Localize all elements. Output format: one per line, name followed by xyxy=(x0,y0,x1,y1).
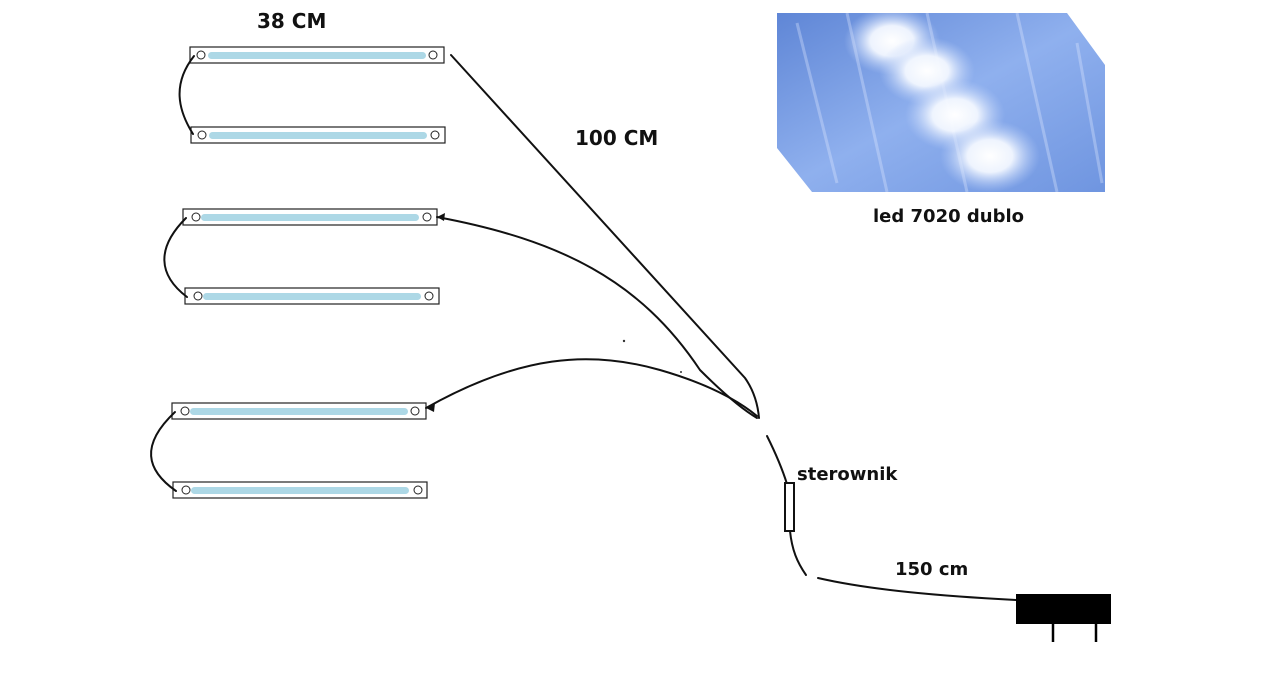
product-label: led 7020 dublo xyxy=(873,206,1025,227)
led-strip xyxy=(189,46,445,64)
feed-wire-top xyxy=(450,54,760,419)
strip-pair-2 xyxy=(163,208,440,305)
led-glow xyxy=(940,120,1040,192)
strip-length-label: 38 CM xyxy=(257,9,327,33)
link-wire xyxy=(150,411,177,492)
strip-pair-3 xyxy=(150,402,428,499)
stray-dot xyxy=(622,339,626,343)
stray-dot xyxy=(680,371,682,373)
led-strip xyxy=(184,287,440,305)
link-wire xyxy=(163,217,188,298)
led-strip xyxy=(171,402,427,420)
feed-wire-bottom xyxy=(425,358,758,417)
power-cable-label: 150 cm xyxy=(895,559,969,580)
power-supply-icon xyxy=(1016,594,1111,642)
controller-icon xyxy=(784,482,795,532)
wire-tip xyxy=(426,403,435,412)
controller-output-wire xyxy=(789,530,807,576)
controller-lead xyxy=(766,435,788,485)
led-photo xyxy=(777,13,1105,192)
led-strip xyxy=(172,481,428,499)
lead-length-label: 100 CM xyxy=(575,126,659,150)
controller-label: sterownik xyxy=(797,464,898,485)
power-cable xyxy=(817,577,1017,601)
link-wire xyxy=(178,55,195,135)
led-strip xyxy=(190,126,446,144)
strip-pair-1 xyxy=(178,46,446,144)
wire-tip xyxy=(437,213,445,221)
led-strip xyxy=(182,208,438,226)
